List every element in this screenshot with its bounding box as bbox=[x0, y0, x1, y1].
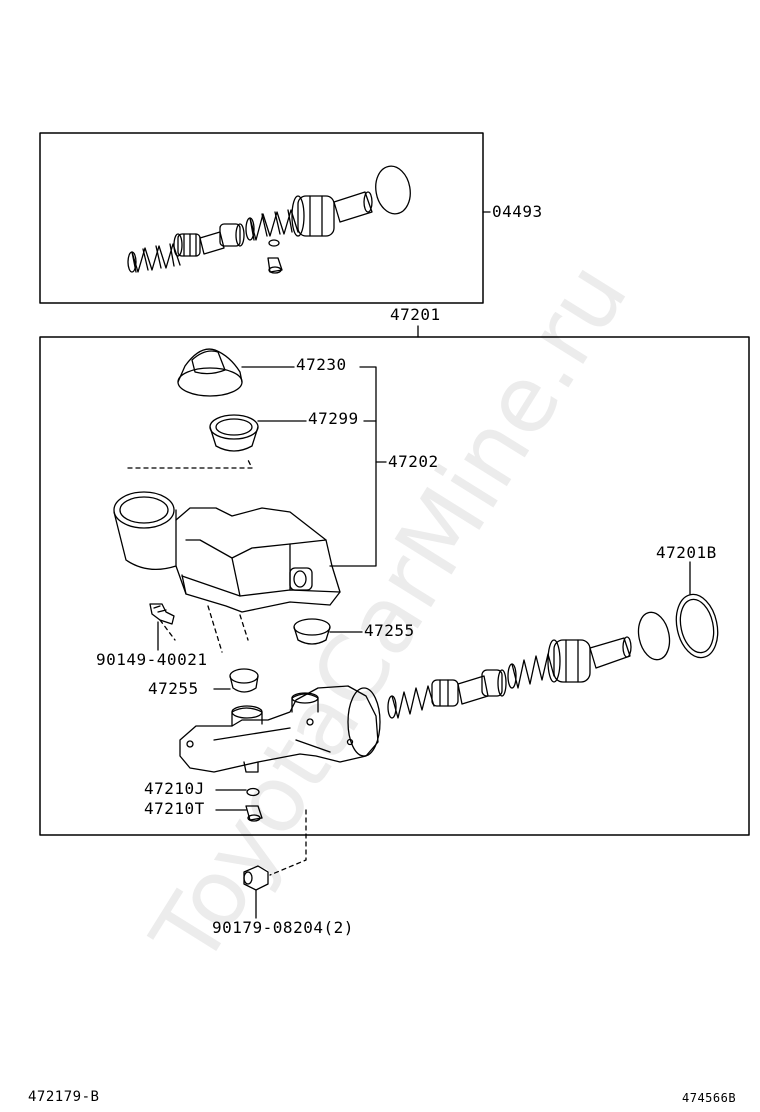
reservoir-drawing bbox=[113, 491, 341, 613]
strainer-drawing bbox=[209, 414, 259, 452]
plug-t-drawing bbox=[245, 805, 263, 822]
kit-piston-left bbox=[173, 223, 245, 257]
label-04493: 04493 bbox=[492, 202, 543, 221]
reservoir-cap-drawing bbox=[177, 348, 243, 397]
plug-j-drawing bbox=[246, 787, 260, 797]
kit-piston-right bbox=[291, 191, 373, 237]
spring-2-drawing bbox=[507, 653, 555, 689]
assembly-box bbox=[39, 336, 750, 836]
footer-left-code: 472179-B bbox=[28, 1089, 100, 1105]
label-90149-40021: 90149-40021 bbox=[96, 650, 208, 669]
grommet-right-drawing bbox=[293, 618, 331, 645]
piston-2-drawing bbox=[547, 636, 632, 683]
label-47201: 47201 bbox=[390, 305, 441, 324]
label-47202: 47202 bbox=[388, 452, 439, 471]
label-47255-right: 47255 bbox=[364, 621, 415, 640]
dashed-guide-reservoir bbox=[159, 605, 249, 653]
kit-spring-right bbox=[245, 209, 299, 241]
footer-right-code: 474566B bbox=[682, 1091, 737, 1105]
kit-small-parts bbox=[267, 239, 283, 274]
label-47299: 47299 bbox=[308, 409, 359, 428]
kit-spring-left bbox=[127, 243, 181, 273]
reservoir-bracket bbox=[329, 366, 377, 567]
screw-drawing bbox=[149, 603, 175, 625]
label-90179-08204: 90179-08204(2) bbox=[212, 918, 354, 937]
repair-kit-box bbox=[39, 132, 484, 304]
oring-small-drawing bbox=[637, 611, 671, 661]
oring-large-inner bbox=[679, 598, 715, 654]
label-47201B: 47201B bbox=[656, 543, 717, 562]
label-47210T: 47210T bbox=[144, 799, 205, 818]
piston-1-drawing bbox=[431, 669, 507, 707]
grommet-left-drawing bbox=[229, 668, 259, 693]
dashed-guide-nut bbox=[269, 809, 307, 876]
label-47230: 47230 bbox=[296, 355, 347, 374]
spring-1-drawing bbox=[387, 685, 435, 719]
label-47210J: 47210J bbox=[144, 779, 205, 798]
label-47255-left: 47255 bbox=[148, 679, 199, 698]
nut-drawing bbox=[243, 865, 269, 891]
dashed-guide-cap bbox=[127, 459, 253, 469]
oring-large-outer bbox=[675, 593, 719, 659]
master-cylinder-drawing bbox=[179, 685, 381, 773]
kit-oring bbox=[375, 165, 411, 215]
